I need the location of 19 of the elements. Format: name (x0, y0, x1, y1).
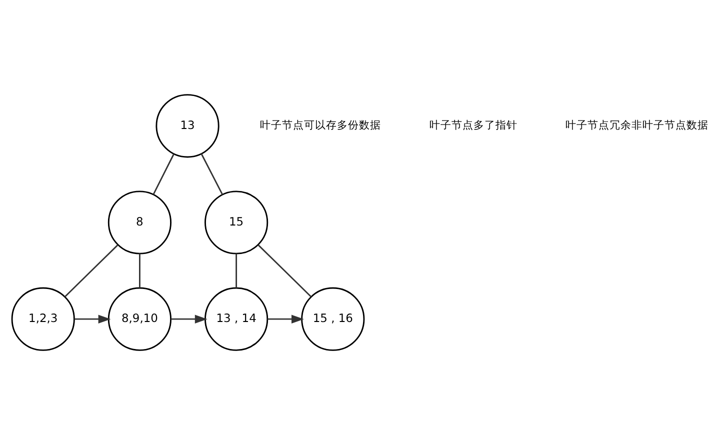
node-circle: 13 (156, 94, 220, 158)
connector (139, 253, 140, 288)
arrow (74, 314, 111, 323)
arrow (171, 314, 208, 323)
label: 叶子节点可以存多份数据 (260, 119, 381, 132)
node-circle: 13 , 14 (204, 286, 268, 350)
label: 叶子节点多了指针 (429, 119, 518, 132)
connector (152, 153, 174, 194)
connector (200, 152, 224, 194)
node-circle: 15 , 16 (301, 286, 365, 350)
connector (64, 244, 118, 297)
node-circle: 8 (108, 190, 172, 254)
arrow (268, 314, 304, 323)
node-circle: 8,9,10 (108, 286, 172, 350)
connector (258, 244, 312, 297)
node-circle: 1,2,3 (11, 286, 75, 350)
connector (236, 253, 238, 288)
node-circle: 15 (204, 190, 268, 254)
label: 叶子节点冗余非叶子节点数据 (566, 119, 709, 132)
